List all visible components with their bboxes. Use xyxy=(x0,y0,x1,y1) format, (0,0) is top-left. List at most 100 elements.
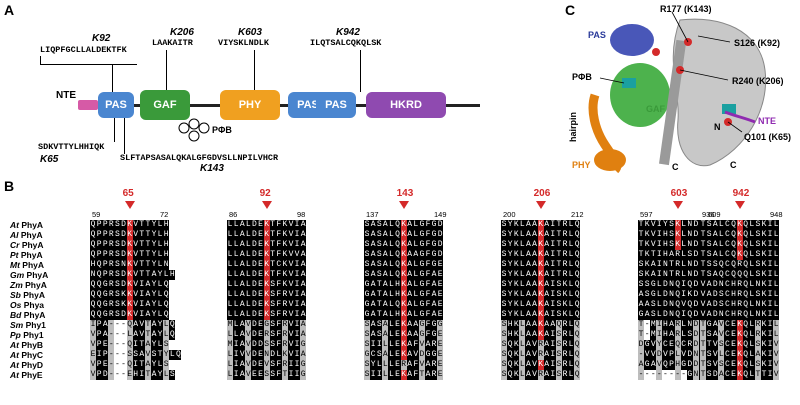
residue: C xyxy=(724,370,731,380)
residue: S xyxy=(706,240,713,250)
residue: R xyxy=(108,270,115,280)
residue: V xyxy=(656,360,663,370)
alignment-row: VADNCHRQLNKIL xyxy=(700,310,780,320)
alignment-row: TTVSCEKQLSKIV xyxy=(700,340,780,350)
residue: S xyxy=(269,360,276,370)
alignment-row: LLALDEKTFKVIA xyxy=(227,230,307,240)
residue: L xyxy=(519,310,526,320)
residue: Q xyxy=(574,300,581,310)
residue: L xyxy=(157,300,164,310)
residue: I xyxy=(294,270,301,280)
domain-backbone xyxy=(92,104,480,107)
residue: K xyxy=(400,220,407,230)
residue: E xyxy=(394,370,401,380)
residue: A xyxy=(431,290,438,300)
residue: D xyxy=(437,230,444,240)
residue: S xyxy=(712,260,719,270)
residue: A xyxy=(406,370,413,380)
residue: G xyxy=(431,330,438,340)
residue: D xyxy=(251,330,258,340)
residue: L xyxy=(519,220,526,230)
residue: I xyxy=(96,350,103,360)
alignment-row: VADNCHRQLNKIL xyxy=(700,280,780,290)
residue: G xyxy=(418,230,425,240)
structure-label-gaf: GAF xyxy=(646,104,665,114)
residue: R xyxy=(686,340,693,350)
residue: A xyxy=(370,310,377,320)
residue: Q xyxy=(574,220,581,230)
residue: K xyxy=(263,220,270,230)
residue: R xyxy=(736,300,743,310)
residue: L xyxy=(227,300,234,310)
alignment-row: SQKLAVKAISRLQ xyxy=(501,360,581,370)
residue: V xyxy=(700,300,707,310)
residue: S xyxy=(263,340,270,350)
residue: L xyxy=(519,270,526,280)
residue: L xyxy=(157,280,164,290)
residue: M xyxy=(227,340,234,350)
residue: G xyxy=(644,340,651,350)
alignment-row: NQPRSDKVTTAYLH xyxy=(90,270,181,280)
residue: R xyxy=(561,330,569,340)
residue: L xyxy=(227,370,234,380)
residue: S xyxy=(501,250,508,260)
residue: L xyxy=(680,240,687,250)
residue: I xyxy=(767,220,774,230)
residue: T xyxy=(144,270,151,280)
residue: I xyxy=(132,360,139,370)
residue: C xyxy=(724,240,731,250)
residue: L xyxy=(227,330,234,340)
residue: T xyxy=(700,270,707,280)
residue: L xyxy=(773,270,780,280)
species-label: Pt PhyA xyxy=(10,250,43,260)
residue: T xyxy=(668,260,675,270)
residue: A xyxy=(239,230,246,240)
residue: C xyxy=(275,260,282,270)
residue: N xyxy=(754,310,761,320)
residue: S xyxy=(501,270,508,280)
residue: G xyxy=(644,360,651,370)
residue: K xyxy=(736,360,743,370)
residue: V xyxy=(287,320,295,330)
residue: S xyxy=(376,250,383,260)
residue: S xyxy=(501,290,508,300)
residue: T xyxy=(555,260,562,270)
residue: Q xyxy=(742,230,749,240)
alignment-row: SASALEKAAGFGG xyxy=(364,320,444,330)
residue: A xyxy=(712,320,719,330)
structure-label-pfb: PΦB xyxy=(572,72,592,82)
residue: E xyxy=(257,350,264,360)
residue: A xyxy=(543,330,550,340)
residue: R xyxy=(561,360,569,370)
residue: A xyxy=(712,250,719,260)
residue: D xyxy=(251,280,258,290)
alignment-row: QQGRSKKVIAYLQ xyxy=(90,300,181,310)
residue: - xyxy=(114,340,121,350)
residue: I xyxy=(90,320,97,330)
residue: A xyxy=(525,320,532,330)
residue: T xyxy=(638,220,645,230)
residue: Q xyxy=(736,270,743,280)
residue: L xyxy=(233,250,240,260)
residue: Y xyxy=(656,340,663,350)
residue: S xyxy=(269,340,276,350)
residue: A xyxy=(644,310,651,320)
residue: T xyxy=(555,270,562,280)
residue: S xyxy=(263,370,270,380)
residue: S xyxy=(754,270,761,280)
residue: L xyxy=(568,350,575,360)
residue: S xyxy=(376,230,383,240)
residue: R xyxy=(754,330,761,340)
alignment-row: TSVLCEKQLAKIV xyxy=(700,350,780,360)
residue: P xyxy=(96,220,103,230)
residue: C xyxy=(724,340,731,350)
residue: L xyxy=(519,280,526,290)
residue: K xyxy=(736,250,743,260)
residue: K xyxy=(513,270,520,280)
residue: Y xyxy=(150,260,158,270)
residue: L xyxy=(227,270,234,280)
residue: S xyxy=(706,370,713,380)
residue: L xyxy=(568,290,575,300)
residue: Y xyxy=(150,220,158,230)
residue: V xyxy=(718,330,725,340)
